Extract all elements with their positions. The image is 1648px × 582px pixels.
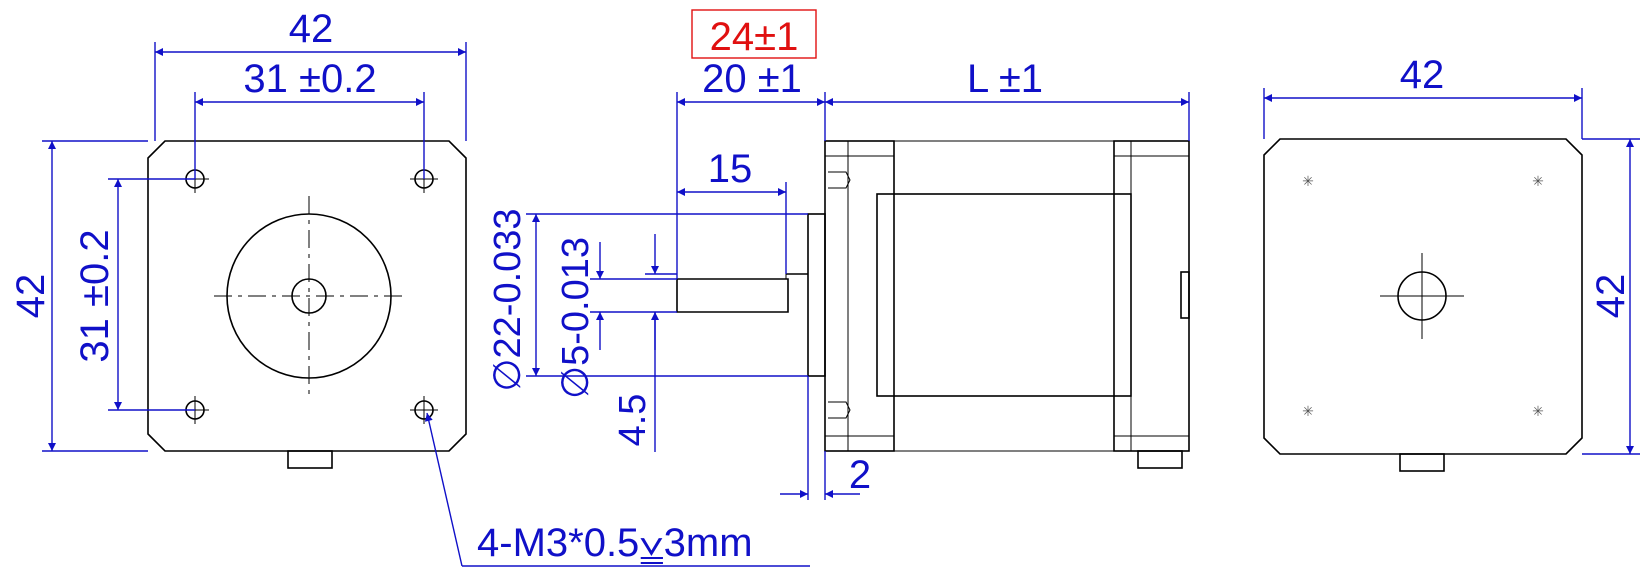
front-hole-spacing-h-label: 31 ±0.2 [243, 57, 376, 101]
front-body-outline [147, 140, 467, 452]
rear-connector-tab [1399, 453, 1445, 472]
svg-text:✳: ✳ [1302, 403, 1314, 419]
shaft-length-label: 20 ±1 [702, 57, 802, 101]
svg-text:✳: ✳ [1302, 173, 1314, 189]
side-view: 24±1 20 ±1 L ±1 15 ∅22-0.033 ∅5-0.013 4.… [487, 9, 1190, 500]
mounting-hole-br [410, 396, 438, 424]
boss-diameter-label: ∅22-0.033 [487, 208, 529, 391]
side-bottom-tab [1137, 450, 1183, 469]
side-boss [807, 213, 826, 377]
flat-depth-label: 4.5 [612, 394, 654, 447]
front-view: 42 31 ±0.2 42 31 ±0.2 4-M3*0.5⩣3mm [9, 7, 810, 567]
shaft-diameter-label: ∅5-0.013 [555, 237, 597, 399]
rear-body-outline [1263, 138, 1583, 455]
rear-width-label: 42 [1400, 53, 1445, 97]
flat-length-label: 15 [708, 147, 753, 191]
shaft-total-box [691, 9, 817, 59]
side-shaft [676, 278, 789, 313]
front-hole-spacing-v-label: 31 ±0.2 [73, 229, 117, 362]
rear-view: ✳ ✳ ✳ ✳ 42 42 [1263, 53, 1640, 472]
side-main-body [876, 193, 1132, 397]
front-connector-tab [287, 450, 333, 469]
front-height-label: 42 [9, 274, 53, 319]
body-length-label: L ±1 [967, 57, 1043, 101]
side-rear-flange [1113, 140, 1190, 452]
rear-height-label: 42 [1589, 274, 1633, 319]
shaft-total-label: 24±1 [710, 15, 799, 59]
boss-height-label: 2 [849, 453, 871, 497]
front-width-label: 42 [289, 7, 334, 51]
svg-text:✳: ✳ [1532, 403, 1544, 419]
svg-text:✳: ✳ [1532, 173, 1544, 189]
thread-note-label: 4-M3*0.5⩣3mm [477, 521, 753, 565]
